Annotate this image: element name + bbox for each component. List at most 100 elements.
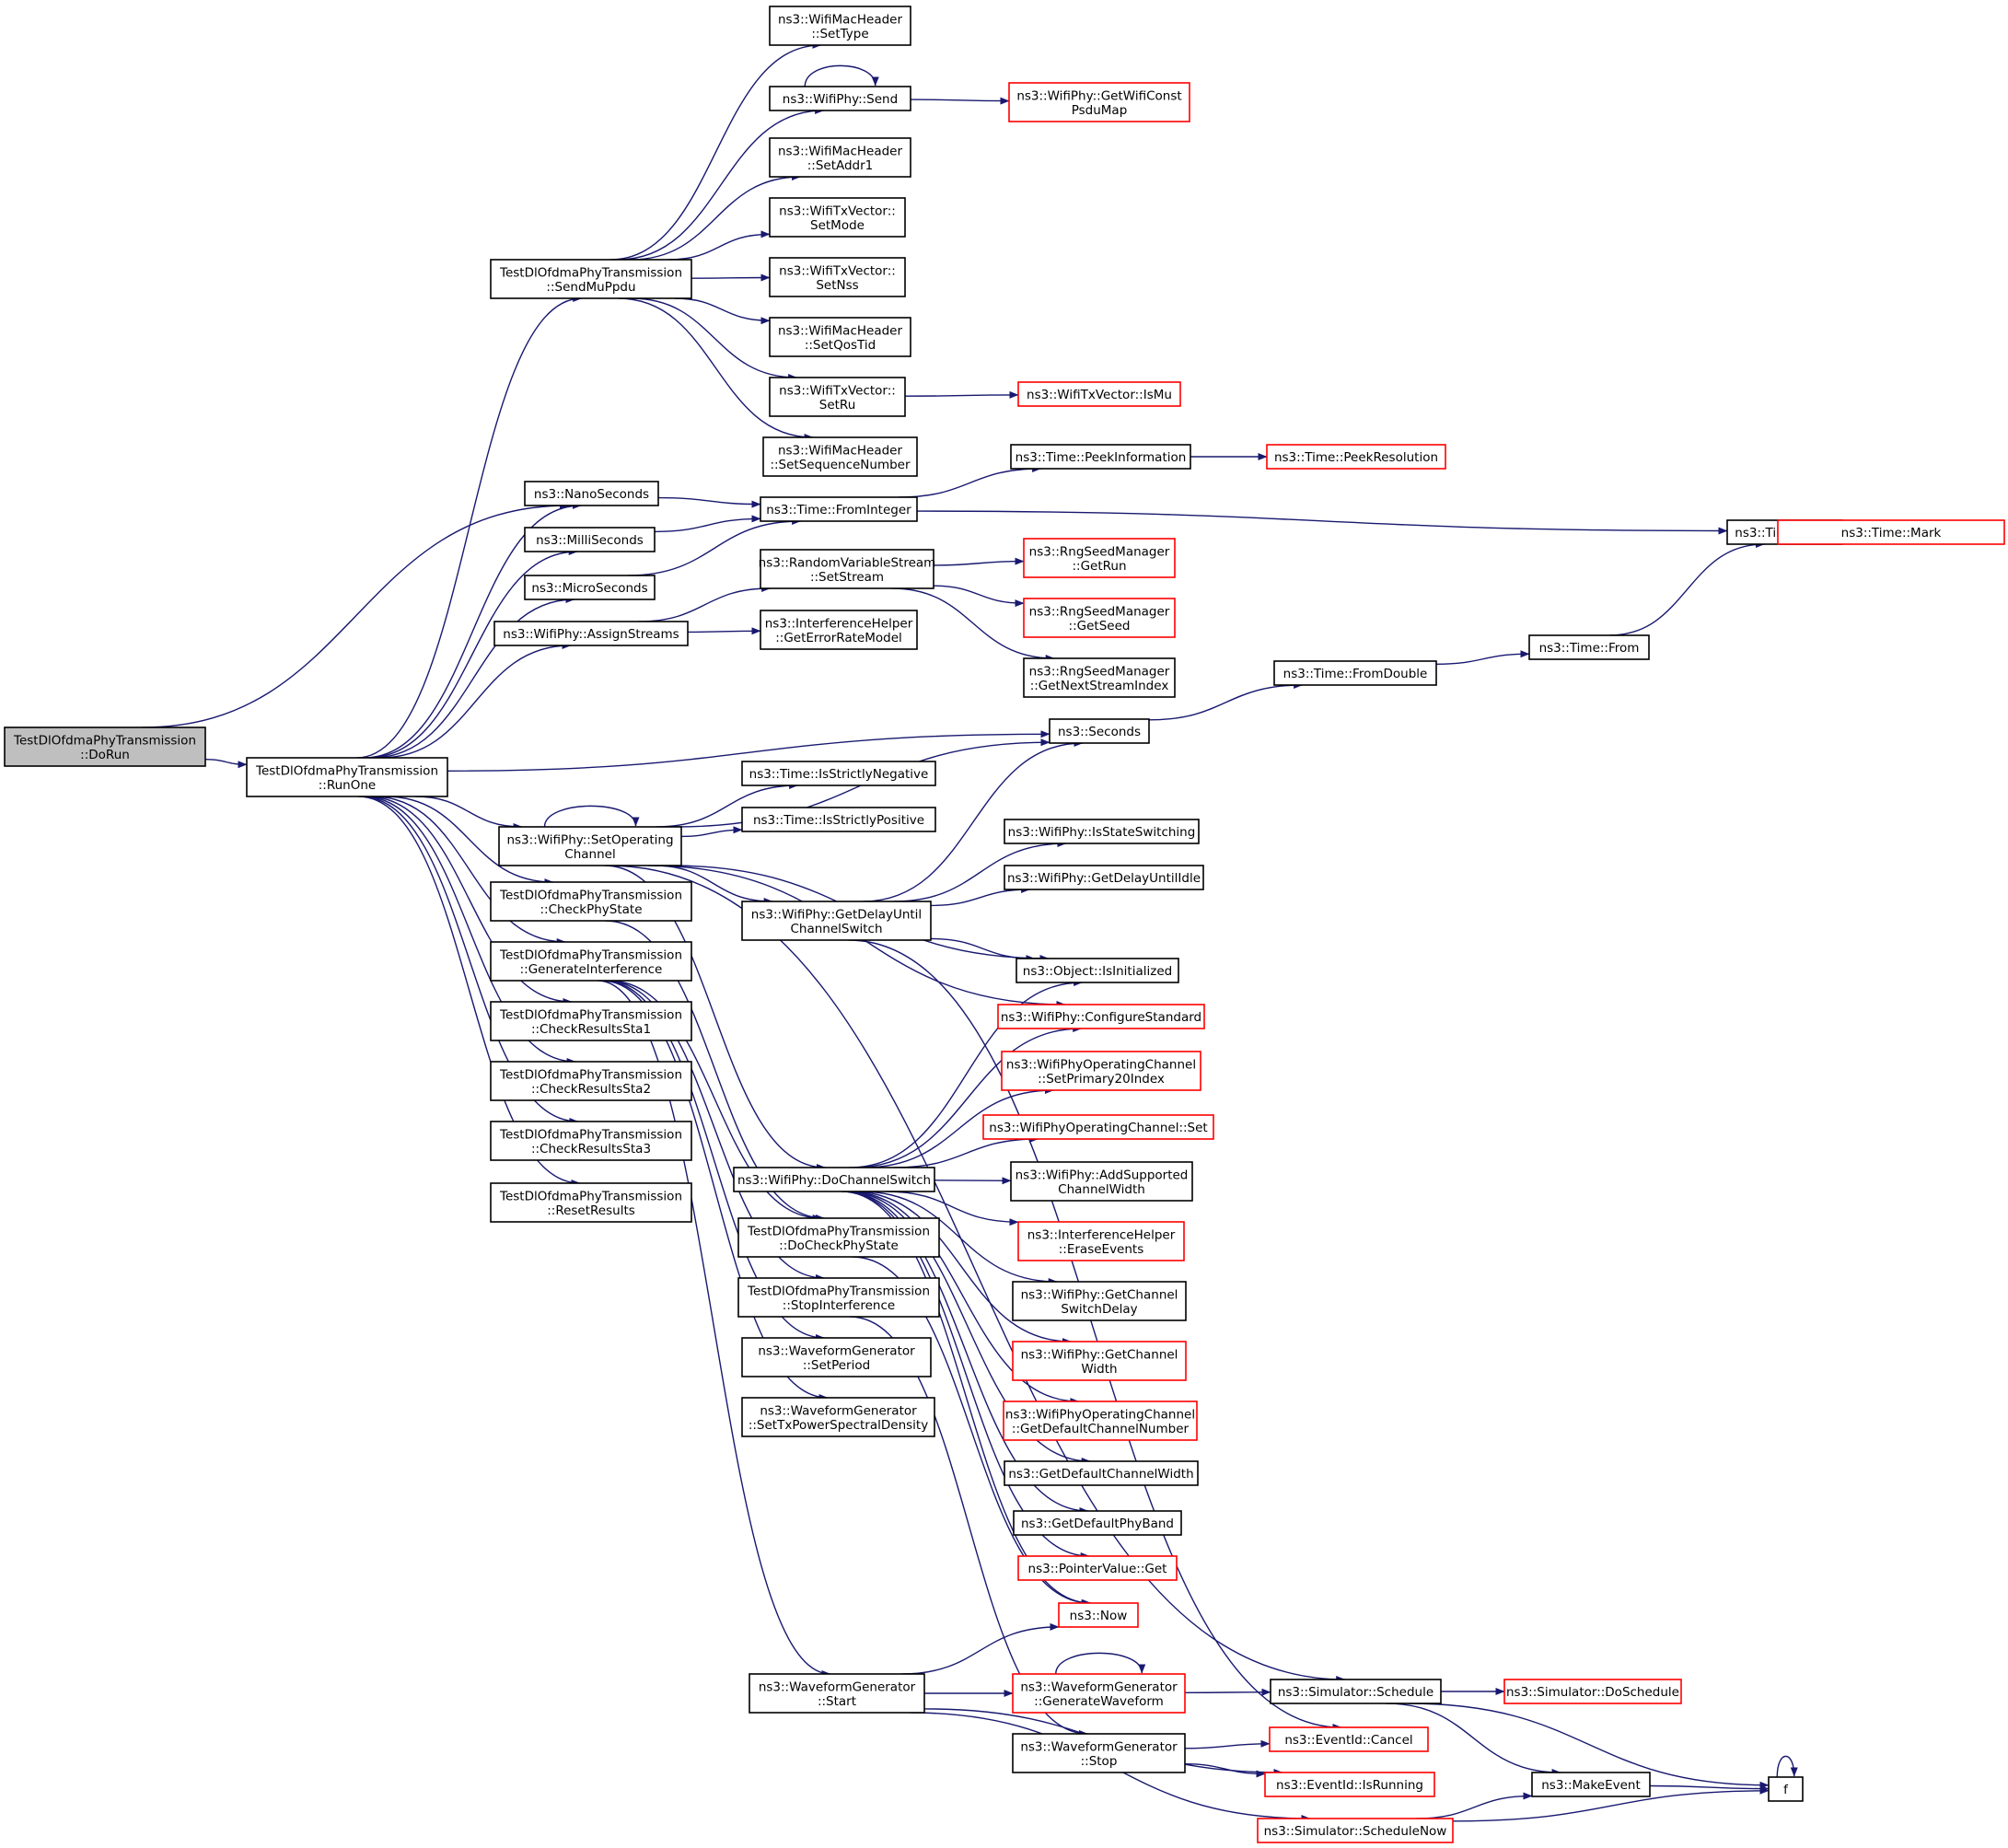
node-resetresults[interactable]: TestDlOfdmaPhyTransmission::ResetResults	[490, 1182, 692, 1223]
node-timefrom[interactable]: ns3::Time::From	[1528, 634, 1650, 660]
node-stopinterf[interactable]: TestDlOfdmaPhyTransmission::StopInterfer…	[737, 1277, 940, 1318]
node-docs[interactable]: ns3::WifiPhy::DoChannelSwitch	[733, 1167, 935, 1192]
node-opchanset[interactable]: ns3::WifiPhyOperatingChannel::Set	[982, 1114, 1214, 1140]
node-label: ::SetPeriod	[803, 1358, 870, 1373]
node-setnss[interactable]: ns3::WifiTxVector::SetNss	[769, 257, 906, 297]
node-eraseevents[interactable]: ns3::InterferenceHelper::EraseEvents	[1017, 1221, 1185, 1261]
node-timemark[interactable]: ns3::Time::Mark	[1777, 519, 2005, 545]
node-wgstop[interactable]: ns3::WaveformGenerator::Stop	[1012, 1733, 1186, 1773]
node-isstateswitching[interactable]: ns3::WifiPhy::IsStateSwitching	[1004, 819, 1200, 844]
node-geterrorrate[interactable]: ns3::InterferenceHelper::GetErrorRateMod…	[760, 610, 918, 650]
node-setqostid[interactable]: ns3::WifiMacHeader::SetQosTid	[769, 317, 911, 357]
node-sendmuppdu[interactable]: TestDlOfdmaPhyTransmission::SendMuPpdu	[490, 259, 692, 299]
node-getrun[interactable]: ns3::RngSeedManager::GetRun	[1023, 538, 1176, 578]
node-cancel[interactable]: ns3::EventId::Cancel	[1269, 1726, 1429, 1752]
node-box	[490, 941, 692, 982]
node-peekinfo[interactable]: ns3::Time::PeekInformation	[1010, 444, 1191, 470]
node-milliseconds[interactable]: ns3::MilliSeconds	[524, 527, 656, 552]
node-isinitialized[interactable]: ns3::Object::IsInitialized	[1016, 958, 1179, 983]
edge-schedule-to-f	[1408, 1703, 1770, 1789]
node-geninterf[interactable]: TestDlOfdmaPhyTransmission::GenerateInte…	[490, 941, 692, 982]
node-send[interactable]: ns3::WifiPhy::Send	[769, 86, 911, 111]
node-settype[interactable]: ns3::WifiMacHeader::SetType	[769, 6, 911, 46]
node-label: ns3::WifiPhy::Send	[783, 92, 898, 107]
node-getdefchannum[interactable]: ns3::WifiPhyOperatingChannel::GetDefault…	[1003, 1401, 1198, 1441]
node-schedule[interactable]: ns3::Simulator::Schedule	[1270, 1679, 1442, 1704]
node-getseed[interactable]: ns3::RngSeedManager::GetSeed	[1023, 598, 1176, 638]
node-strictpos[interactable]: ns3::Time::IsStrictlyPositive	[741, 807, 936, 832]
edge-runone-to-geninterf	[372, 796, 566, 946]
node-doschedule[interactable]: ns3::Simulator::DoSchedule	[1503, 1679, 1682, 1704]
node-box	[1777, 519, 2005, 545]
node-setseq[interactable]: ns3::WifiMacHeader::SetSequenceNumber	[762, 436, 918, 477]
node-setperiod[interactable]: ns3::WaveformGenerator::SetPeriod	[741, 1337, 932, 1377]
edge-getdelayuntilcs-to-cancel	[848, 939, 1342, 1731]
node-setstream[interactable]: ns3::RandomVariableStream::SetStream	[759, 549, 936, 589]
edge-runone-to-nanoseconds	[364, 502, 582, 759]
node-checksta3[interactable]: TestDlOfdmaPhyTransmission::CheckResults…	[490, 1121, 692, 1161]
node-box	[733, 1167, 935, 1192]
node-genwave[interactable]: ns3::WaveformGenerator::GenerateWaveform	[1012, 1673, 1186, 1714]
node-checksta1[interactable]: TestDlOfdmaPhyTransmission::CheckResults…	[490, 1001, 692, 1041]
node-nanoseconds[interactable]: ns3::NanoSeconds	[524, 481, 659, 506]
node-fromdouble[interactable]: ns3::Time::FromDouble	[1273, 660, 1437, 686]
node-schedulenow[interactable]: ns3::Simulator::ScheduleNow	[1257, 1818, 1454, 1843]
node-frominteger[interactable]: ns3::Time::FromInteger	[760, 496, 918, 522]
node-assignstreams[interactable]: ns3::WifiPhy::AssignStreams	[493, 621, 689, 646]
node-label: ns3::Now	[1070, 1609, 1128, 1623]
node-docheckphystate[interactable]: TestDlOfdmaPhyTransmission::DoCheckPhySt…	[737, 1217, 940, 1258]
node-seconds[interactable]: ns3::Seconds	[1049, 718, 1150, 744]
node-getnextstream[interactable]: ns3::RngSeedManager::GetNextStreamIndex	[1023, 657, 1176, 698]
node-label: ns3::WaveformGenerator	[1020, 1739, 1178, 1754]
node-label: ns3::Seconds	[1058, 725, 1141, 739]
node-f[interactable]: f	[1768, 1776, 1804, 1802]
node-runone[interactable]: TestDlOfdmaPhyTransmission::RunOne	[246, 757, 448, 797]
node-makeevent[interactable]: ns3::MakeEvent	[1531, 1772, 1651, 1797]
node-dorun[interactable]: TestDlOfdmaPhyTransmission::DoRun	[4, 726, 206, 767]
node-label: ns3::WifiPhy::GetWifiConst	[1016, 88, 1181, 103]
node-label: ns3::Time::IsStrictlyNegative	[749, 767, 929, 782]
node-label: ns3::Time::PeekInformation	[1016, 450, 1187, 465]
node-setru[interactable]: ns3::WifiTxVector::SetRu	[769, 377, 906, 417]
node-setprimary[interactable]: ns3::WifiPhyOperatingChannel::SetPrimary…	[1001, 1051, 1201, 1091]
node-settxpsd[interactable]: ns3::WaveformGenerator::SetTxPowerSpectr…	[741, 1397, 935, 1437]
node-label: TestDlOfdmaPhyTransmission	[747, 1224, 930, 1238]
node-ptrget[interactable]: ns3::PointerValue::Get	[1017, 1555, 1178, 1581]
node-label: ::Stop	[1081, 1754, 1118, 1769]
node-isrunning[interactable]: ns3::EventId::IsRunning	[1264, 1772, 1435, 1797]
node-setmode[interactable]: ns3::WifiTxVector::SetMode	[769, 197, 906, 238]
node-getdefphyband[interactable]: ns3::GetDefaultPhyBand	[1013, 1510, 1182, 1536]
node-now[interactable]: ns3::Now	[1058, 1602, 1139, 1628]
node-label: SetMode	[810, 218, 865, 233]
edge-runone-to-assignstreams	[379, 642, 572, 759]
edge-docs-to-setprimary	[863, 1087, 1054, 1168]
node-configstd[interactable]: ns3::WifiPhy::ConfigureStandard	[997, 1004, 1205, 1029]
edge-runone-to-checksta3	[360, 796, 579, 1125]
node-wgstart[interactable]: ns3::WaveformGenerator::Start	[749, 1673, 925, 1714]
edge-wgstop-to-cancel	[1184, 1739, 1271, 1749]
node-microseconds[interactable]: ns3::MicroSeconds	[524, 575, 656, 600]
node-box	[1004, 865, 1204, 890]
node-getdelayidle[interactable]: ns3::WifiPhy::GetDelayUntilIdle	[1004, 865, 1204, 890]
node-ismu[interactable]: ns3::WifiTxVector::IsMu	[1017, 381, 1181, 407]
node-strictneg[interactable]: ns3::Time::IsStrictlyNegative	[741, 761, 936, 786]
node-checkphystate[interactable]: TestDlOfdmaPhyTransmission::CheckPhyStat…	[490, 881, 692, 922]
edge-fromdouble-to-timefrom	[1435, 650, 1530, 665]
node-peekres[interactable]: ns3::Time::PeekResolution	[1266, 444, 1446, 470]
node-checksta2[interactable]: TestDlOfdmaPhyTransmission::CheckResults…	[490, 1061, 692, 1101]
node-label: ChannelSwitch	[790, 922, 882, 936]
node-box	[769, 257, 906, 297]
node-label: ns3::Time::IsStrictlyPositive	[753, 813, 924, 828]
node-setaddr1[interactable]: ns3::WifiMacHeader::SetAddr1	[769, 137, 911, 178]
node-getdefchanwidth[interactable]: ns3::GetDefaultChannelWidth	[1004, 1460, 1199, 1486]
node-label: ChannelWidth	[1058, 1182, 1145, 1197]
edge-sendmuppdu-to-setru	[631, 297, 798, 381]
node-label: ns3::WifiPhy::AddSupported	[1016, 1168, 1189, 1182]
edge-sendmuppdu-to-setaddr1	[630, 173, 801, 261]
